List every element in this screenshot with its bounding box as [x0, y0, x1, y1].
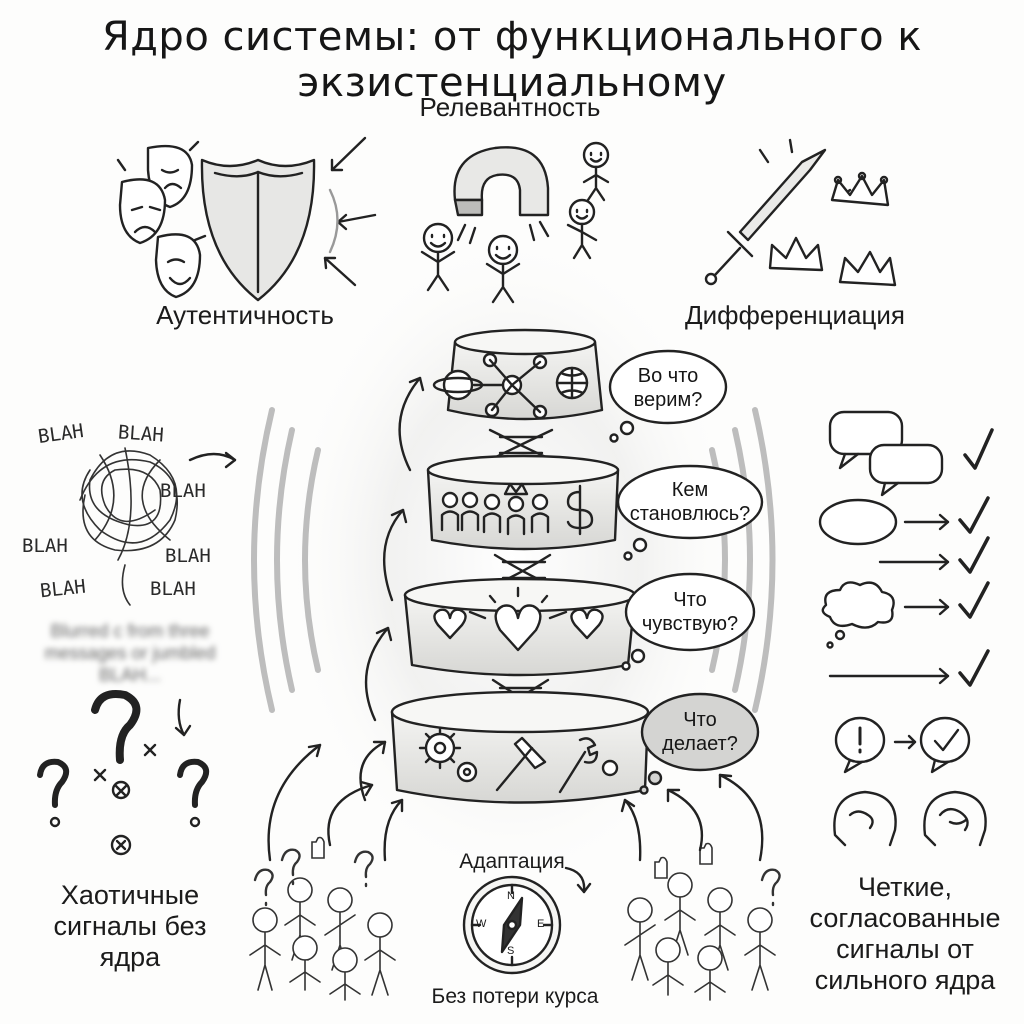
blah-text: BLAH — [165, 545, 211, 567]
compass-icon — [462, 866, 592, 975]
chaos-scribble — [79, 447, 179, 606]
deflected-arrows — [323, 136, 377, 287]
tower — [390, 328, 650, 804]
caption-clear-signals: Четкие, согласованные сигналы от сильног… — [809, 872, 1001, 995]
thought-bubble-2 — [616, 464, 764, 561]
crowns-icon — [768, 171, 897, 287]
blah-text: BLAH — [22, 535, 68, 557]
compass-north: N — [507, 890, 515, 902]
hearts-icon — [433, 586, 604, 652]
caption-chaotic-signals: Хаотичные сигналы без ядра — [53, 880, 207, 972]
label-adaptation: Адаптация — [459, 850, 565, 873]
compass-south: S — [507, 945, 515, 957]
page-title: Ядро системы: от функционального к экзис… — [101, 14, 923, 106]
masks-icon — [116, 140, 207, 299]
crowd-left — [249, 836, 396, 1001]
crowd-arrows — [267, 743, 764, 862]
thought-bubble-1 — [608, 349, 728, 443]
question-functional: Что делает? — [662, 709, 738, 755]
chaos-arrows — [174, 451, 237, 737]
head-signals-icon — [833, 716, 987, 847]
growth-arrows — [359, 376, 425, 802]
layer-identity — [426, 454, 620, 551]
blah-text: BLAH — [150, 578, 196, 600]
layer-emotional — [403, 577, 637, 677]
blah-text: BLAH — [117, 421, 165, 447]
attracted-people — [420, 141, 610, 304]
compass-west: W — [476, 918, 487, 930]
question-emotional: Что чувствую? — [641, 589, 739, 635]
planet-network-globe-icon — [432, 352, 589, 420]
question-marks-icon — [37, 690, 210, 856]
blah-text: BLAH — [160, 480, 206, 502]
label-differentiation: Дифференциация — [684, 300, 906, 330]
question-values: Во что верим? — [633, 365, 703, 411]
label-authenticity: Аутентичность — [156, 300, 334, 330]
layer-values — [432, 328, 604, 421]
magnet-icon — [453, 146, 550, 245]
people-crown-dollar-icon — [440, 482, 594, 536]
question-identity: Кем становлюсь? — [629, 479, 751, 525]
gears-tools-icon — [418, 726, 619, 794]
vibration-arcs-left — [251, 407, 321, 713]
blurred-message: Blurred c from three messages or jumbled… — [44, 621, 216, 685]
crowd-right — [624, 842, 781, 1001]
thought-bubble-4 — [639, 692, 760, 795]
label-without-course-loss: Без потери курса — [431, 985, 599, 1008]
shield-icon — [200, 158, 316, 302]
clear-signals — [818, 410, 994, 687]
thought-bubble-3 — [621, 572, 756, 671]
layer-functional — [390, 690, 650, 804]
label-relevance: Релевантность — [419, 92, 601, 122]
compass-east: E — [537, 918, 545, 930]
